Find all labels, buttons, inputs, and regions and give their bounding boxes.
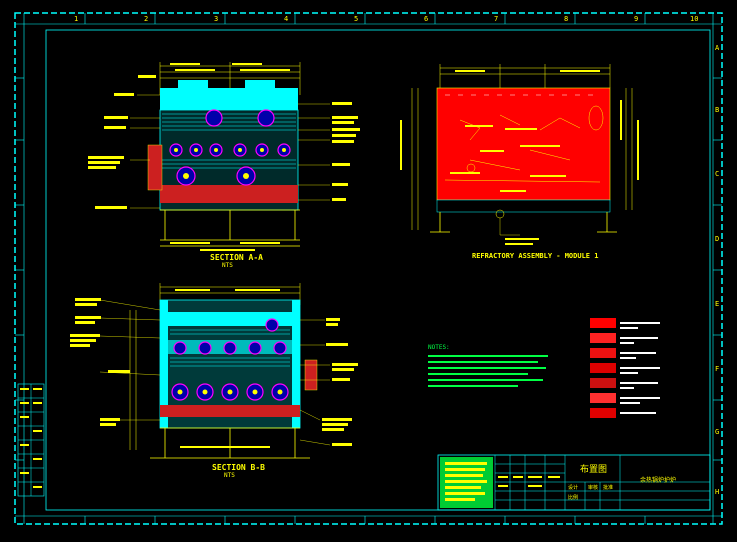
section-bb-title: SECTION B-B [212,463,265,472]
grid-col-7: 7 [494,15,499,23]
refractory-panel [436,87,611,201]
grid-col-9: 9 [634,15,639,23]
grid-row-g: G [715,428,720,436]
grid-col-5: 5 [354,15,359,23]
section-aa-title: SECTION A-A [210,253,263,262]
grid-col-6: 6 [424,15,429,23]
section-aa-subtitle: NTS [222,262,233,269]
grid-col-4: 4 [284,15,289,23]
notes-title: NOTES: [428,344,450,351]
section-aa-view [88,62,360,251]
grid-col-1: 1 [74,15,79,23]
project-name: 余热锅炉护炉 [640,477,677,484]
section-bb-view [70,283,358,459]
grid-col-2: 2 [144,15,149,23]
grid-row-f: F [715,365,720,373]
grid-row-e: E [715,300,720,308]
notes-lines [428,355,548,387]
grid-row-a: A [715,44,720,52]
grid-row-d: D [715,235,720,243]
material-legend [590,318,660,418]
grid-col-8: 8 [564,15,569,23]
grid-col-3: 3 [214,15,219,23]
sign-approve: 批准 [603,485,614,491]
sheet-border [14,12,723,525]
refractory-assembly-view [400,64,639,245]
drawing-title: 布置图 [580,465,608,475]
grid-row-b: B [715,106,720,114]
sign-design: 设计 [568,485,579,491]
refractory-title: REFRACTORY ASSEMBLY - MODULE 1 [472,252,599,260]
grid-col-10: 10 [690,15,699,23]
revision-strip [17,383,45,497]
grid-row-c: C [715,170,720,178]
roof-casing [160,88,298,110]
title-block [437,454,711,511]
grid-row-h: H [715,488,720,496]
section-bb-subtitle: NTS [224,472,235,479]
sign-review: 审核 [588,485,599,491]
sign-scale: 比例 [568,495,579,501]
